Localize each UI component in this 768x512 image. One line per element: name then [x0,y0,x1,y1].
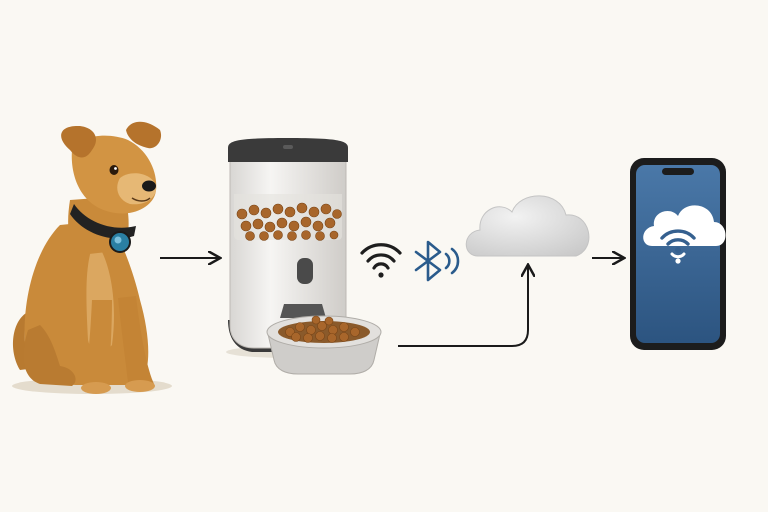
wifi-icon [360,243,402,278]
smartphone-illustration [630,158,726,350]
bluetooth-icon [414,240,460,282]
cloud-wifi-icon [643,205,726,264]
cloud-icon [465,195,590,257]
arrow-feeder-to-cloud [398,266,528,347]
dog-illustration [12,121,172,394]
food-bowl [266,315,382,375]
